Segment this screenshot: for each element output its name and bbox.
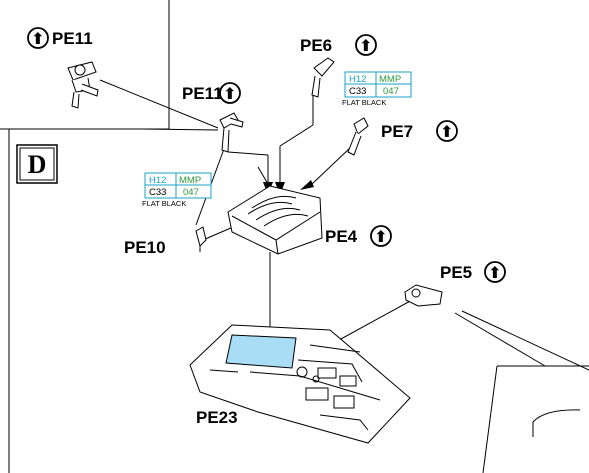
part-pe6 xyxy=(311,57,335,98)
label-pe6: PE6 ⬆ xyxy=(300,34,377,56)
pe23-label: PE23 xyxy=(196,408,238,427)
part-pe23 xyxy=(189,324,411,444)
tag2-num: 047 xyxy=(183,187,199,198)
pe11-label: PE11 xyxy=(182,84,223,103)
finish-tag-1: H12 MMP C33 047 FLAT BLACK xyxy=(342,71,412,107)
up-arrow-icon: ⬆ xyxy=(31,29,44,48)
label-pe23: PE23 xyxy=(196,408,238,427)
decal-area xyxy=(225,334,297,369)
part-pe11 xyxy=(219,112,244,153)
part-pe5 xyxy=(404,284,443,307)
up-arrow-icon: ⬆ xyxy=(374,227,387,246)
label-pe4: PE4 ⬆ xyxy=(325,225,392,247)
pe10-label: PE10 xyxy=(124,238,166,257)
tag2-brand: MMP xyxy=(179,175,201,186)
label-pe11: PE11 ⬆ xyxy=(182,82,241,104)
part-pe10 xyxy=(195,226,207,252)
tag1-code2: C33 xyxy=(349,86,366,97)
up-arrow-icon: ⬆ xyxy=(223,84,236,103)
part-pe7 xyxy=(347,117,369,156)
up-arrow-icon: ⬆ xyxy=(488,263,501,282)
label-pe7: PE7 ⬆ xyxy=(381,120,458,142)
label-pe10: PE10 xyxy=(124,238,166,257)
leader-lines xyxy=(195,93,413,346)
pe4-label: PE4 xyxy=(325,227,358,246)
inset-frame xyxy=(0,0,219,473)
finish-tag-2: H12 MMP C33 047 FLAT BLACK xyxy=(142,172,212,208)
up-arrow-icon: ⬆ xyxy=(440,122,453,141)
up-arrow-icon: ⬆ xyxy=(359,36,372,55)
tag2-code2: C33 xyxy=(149,187,166,198)
pe5-label: PE5 xyxy=(440,263,472,282)
tag2-code1: H12 xyxy=(149,175,166,186)
part-pe11-inset xyxy=(67,61,99,109)
pe11-top-label: PE11 xyxy=(52,29,93,48)
tag1-code1: H12 xyxy=(349,74,366,85)
label-pe11-top: ⬆ PE11 xyxy=(27,27,93,49)
pe6-label: PE6 xyxy=(300,36,332,55)
part-pe4 xyxy=(227,185,323,255)
tag1-brand: MMP xyxy=(379,74,401,85)
label-pe5: PE5 ⬆ xyxy=(440,261,506,283)
tag2-note: FLAT BLACK xyxy=(142,199,186,208)
tag1-num: 047 xyxy=(383,86,399,97)
pe7-label: PE7 xyxy=(381,122,413,141)
view-label: D xyxy=(16,144,58,184)
view-letter: D xyxy=(28,150,47,179)
detail-frame xyxy=(454,310,589,473)
tag1-note: FLAT BLACK xyxy=(342,98,386,107)
